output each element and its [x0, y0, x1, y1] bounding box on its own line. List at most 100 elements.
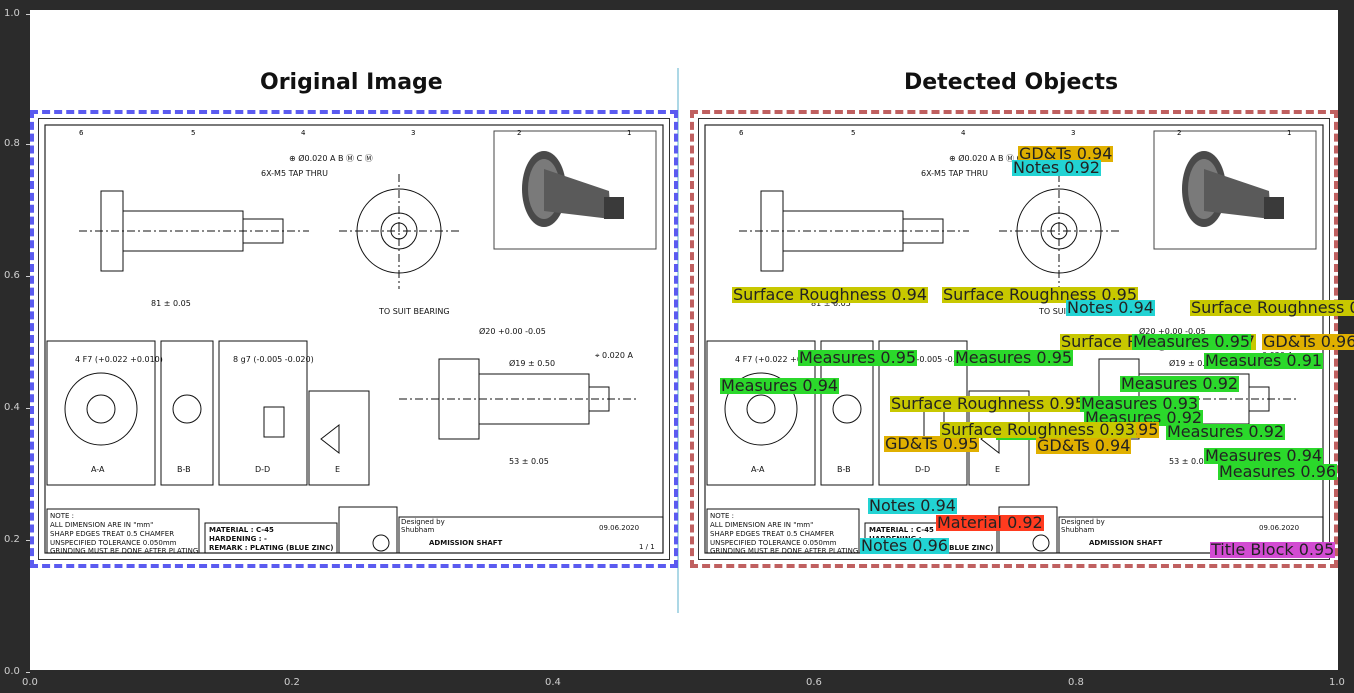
notes-line: GRINDING MUST BE DONE AFTER PLATING — [710, 547, 859, 555]
detection-label: Notes 0.94 — [1066, 298, 1155, 317]
dim-53: 53 ± 0.05 — [509, 457, 549, 466]
dim-81: 81 ± 0.05 — [811, 299, 851, 308]
dim-53: 53 ± 0.05 — [1169, 457, 1209, 466]
dim-81: 81 ± 0.05 — [151, 299, 191, 308]
detection-label: GD&Ts 0.95 — [884, 434, 980, 453]
sheet: 1 / 1 — [639, 543, 655, 551]
detection-label: Measures 0.96 — [1218, 462, 1338, 481]
svg-text:1: 1 — [627, 129, 631, 137]
svg-text:5: 5 — [191, 129, 195, 137]
dim-g7: 8 g7 (-0.005 -0.020) — [233, 355, 314, 364]
x-tick-label: 0.6 — [806, 677, 822, 688]
svg-text:5: 5 — [851, 129, 855, 137]
tap-note: 6X-M5 TAP THRU — [921, 169, 989, 178]
detection-label: Surface Roughness 0.94 — [1190, 300, 1354, 316]
svg-text:4: 4 — [301, 129, 306, 137]
runout: ⌖ 0.020 A — [595, 351, 633, 360]
y-tick-mark — [26, 408, 30, 409]
hardening: HARDENING : - — [209, 535, 267, 543]
detection-label: GD&Ts 0.94 — [1018, 144, 1114, 163]
part-name: ADMISSION SHAFT — [1089, 539, 1163, 547]
figure-canvas: Original Image Detected Objects — [30, 10, 1354, 670]
detection-label: Notes 0.94 — [868, 496, 957, 515]
detection-label: Notes 0.92 — [1012, 158, 1101, 177]
notes-line: ALL DIMENSION ARE IN "mm" — [50, 521, 154, 529]
panel-divider — [677, 68, 679, 613]
svg-text:3: 3 — [1071, 129, 1075, 137]
x-tick-label: 1.0 — [1329, 677, 1345, 688]
dim-d20: Ø20 +0.00 -0.05 — [479, 327, 546, 336]
x-tick-label: 0.8 — [1068, 677, 1084, 688]
tap-note: 6X-M5 TAP THRU — [261, 169, 329, 178]
zone-col: 6 — [79, 129, 84, 137]
detection-label: Surface Roughness 0.95 — [942, 285, 1139, 304]
detection-label: Measures 0.95 — [798, 348, 918, 367]
notes-line: SHARP EDGES TREAT 0.5 CHAMFER — [50, 530, 175, 538]
y-tick-label: 0.4 — [4, 402, 20, 413]
detection-label: Surface Roughness 0.95 — [890, 394, 1087, 413]
svg-text:4: 4 — [961, 129, 966, 137]
detection-label: Measures 0.92 — [1166, 422, 1286, 441]
date: 09.06.2020 — [599, 524, 640, 532]
detection-label: Measures 0.91 — [1204, 351, 1324, 370]
y-tick-mark — [26, 14, 30, 15]
dim-d20: Ø20 +0.00 -0.05 — [1139, 327, 1206, 336]
shaft-render — [1182, 151, 1284, 227]
gdt-callout: ⊕ Ø0.020 A B Ⓜ C Ⓜ — [949, 154, 1033, 163]
y-tick-label: 0.8 — [4, 138, 20, 149]
view-aa: A-A — [91, 465, 105, 474]
gdt-callout: ⊕ Ø0.020 A B Ⓜ C Ⓜ — [289, 154, 373, 163]
dim-f7: 4 F7 (+0.022 +0.010) — [735, 355, 823, 364]
drawing-svg: 6 5 4 3 2 1 — [704, 124, 1324, 554]
y-tick-label: 1.0 — [4, 8, 20, 19]
material: MATERIAL : C-45 — [869, 526, 934, 534]
view-bb: B-B — [177, 465, 191, 474]
view-dd: D-D — [255, 465, 271, 474]
notes-line: SHARP EDGES TREAT 0.5 CHAMFER — [710, 530, 835, 538]
notes-head: NOTE : — [710, 512, 735, 520]
date: 09.06.2020 — [1259, 524, 1300, 532]
detection-label: Measures 0.93 — [1080, 394, 1200, 413]
designed-by-label: Designed by — [1061, 518, 1105, 526]
y-tick-label: 0.0 — [4, 666, 20, 677]
svg-text:3: 3 — [411, 129, 415, 137]
detection-label: Notes 0.96 — [860, 536, 949, 555]
notes-line: GRINDING MUST BE DONE AFTER PLATING — [50, 547, 199, 555]
detection-label: Measures 0.94 — [720, 376, 840, 395]
designed-by-label: Designed by — [401, 518, 445, 526]
remark: REMARK : PLATING (BLUE ZINC) — [209, 544, 334, 552]
x-tick-label: 0.4 — [545, 677, 561, 688]
y-tick-label: 0.2 — [4, 534, 20, 545]
x-tick-label: 0.0 — [22, 677, 38, 688]
original-image-frame — [30, 110, 678, 568]
dim-d19: Ø19 ± 0.50 — [509, 359, 556, 368]
material: MATERIAL : C-45 — [209, 526, 274, 534]
svg-text:2: 2 — [1177, 129, 1181, 137]
view-dd: D-D — [915, 465, 931, 474]
svg-text:1: 1 — [1287, 129, 1291, 137]
y-tick-mark — [26, 144, 30, 145]
title-original: Original Image — [260, 70, 443, 95]
detection-label: Surface Roughness 0.94 — [732, 285, 929, 304]
view-aa: A-A — [751, 465, 765, 474]
y-tick-label: 0.6 — [4, 270, 20, 281]
dim-f7: 4 F7 (+0.022 +0.010) — [75, 355, 163, 364]
detection-label: Surface Roughness 0.93 — [940, 420, 1137, 439]
detection-label: Measures 0.95 — [1132, 332, 1252, 351]
title-detected: Detected Objects — [904, 70, 1119, 95]
svg-text:2: 2 — [517, 129, 521, 137]
drawing-svg: 6 5 4 3 2 1 — [44, 124, 664, 554]
view-e: E — [995, 465, 1001, 474]
notes-head: NOTE : — [50, 512, 75, 520]
dim-d19: Ø19 ± 0.50 — [1169, 359, 1216, 368]
designer: Shubham — [401, 526, 435, 534]
notes-line: ALL DIMENSION ARE IN "mm" — [710, 521, 814, 529]
notes-line: UNSPECIFIED TOLERANCE 0.050mm — [50, 539, 177, 547]
view-e: E — [335, 465, 341, 474]
zone-col: 6 — [739, 129, 744, 137]
y-tick-mark — [26, 540, 30, 541]
y-tick-mark — [26, 276, 30, 277]
detection-label: Material 0.92 — [936, 513, 1044, 532]
y-tick-mark — [26, 672, 30, 673]
shaft-render — [522, 151, 624, 227]
